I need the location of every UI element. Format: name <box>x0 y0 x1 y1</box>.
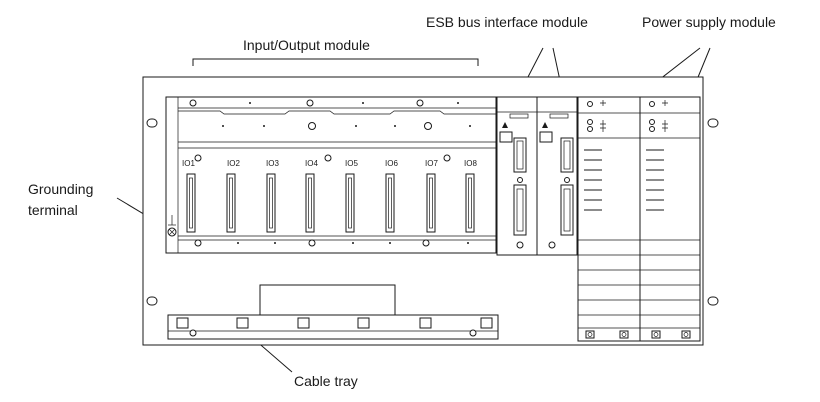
mount-slot-bottom-left <box>146 296 158 306</box>
power-module-1 <box>577 96 641 342</box>
slot-label-io1: IO1 <box>182 159 195 168</box>
esb-module-1 <box>496 96 538 256</box>
esb-module-label: ESB bus interface module <box>426 14 588 30</box>
grounding-terminal <box>167 215 177 237</box>
power-module-2-vents <box>640 149 700 329</box>
power-module-2 <box>639 96 701 342</box>
power-module-1-vents <box>578 149 640 329</box>
io-module-bracket <box>192 58 479 66</box>
slot-connector-io1 <box>186 173 196 233</box>
io-bottom-screws <box>194 239 469 247</box>
slot-connector-io8 <box>465 173 475 233</box>
io-slots: IO1 IO2 IO3 IO4 IO5 IO6 IO7 IO8 <box>182 159 477 233</box>
mount-slot-top-right <box>707 118 719 128</box>
slot-label-io3: IO3 <box>266 159 279 168</box>
slot-connector-io3 <box>266 173 276 233</box>
slot-connector-io6 <box>385 173 395 233</box>
io-module-label: Input/Output module <box>243 37 370 53</box>
slot-connector-io4 <box>305 173 315 233</box>
slot-connector-io7 <box>426 173 436 233</box>
slot-label-io8: IO8 <box>464 159 477 168</box>
slot-label-io2: IO2 <box>227 159 240 168</box>
mount-slot-bottom-right <box>707 296 719 306</box>
cable-tray-label: Cable tray <box>294 373 358 389</box>
io-module-area <box>165 96 497 254</box>
slot-label-io4: IO4 <box>305 159 318 168</box>
slot-connector-io2 <box>226 173 236 233</box>
grounding-label-line2: terminal <box>28 202 78 218</box>
grounding-label-line1: Grounding <box>28 181 93 197</box>
io-top-screws <box>189 99 471 162</box>
esb-module-2 <box>536 96 578 256</box>
cable-tray <box>167 284 499 340</box>
slot-label-io5: IO5 <box>345 159 358 168</box>
mount-slot-top-left <box>146 118 158 128</box>
power-module-label: Power supply module <box>642 14 776 30</box>
slot-label-io6: IO6 <box>385 159 398 168</box>
slot-label-io7: IO7 <box>425 159 438 168</box>
slot-connector-io5 <box>345 173 355 233</box>
